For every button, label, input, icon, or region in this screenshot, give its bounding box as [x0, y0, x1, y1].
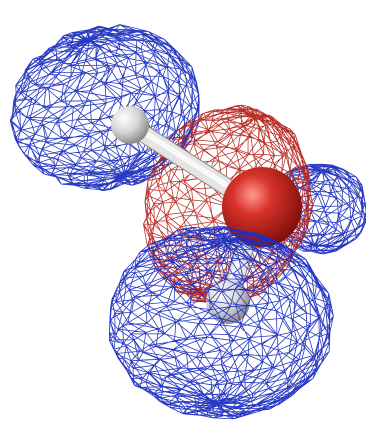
isosurface-mesh-front — [109, 226, 334, 420]
oxygen-atom[interactable] — [222, 167, 302, 247]
blue-lobe-bottom — [109, 226, 334, 420]
hydrogen-atom-1[interactable] — [111, 106, 149, 144]
blue-lobe-upper-left-lines — [9, 24, 200, 192]
blue-lobe-bottom-lines — [109, 226, 334, 420]
blue-lobe-upper-left — [9, 24, 200, 192]
